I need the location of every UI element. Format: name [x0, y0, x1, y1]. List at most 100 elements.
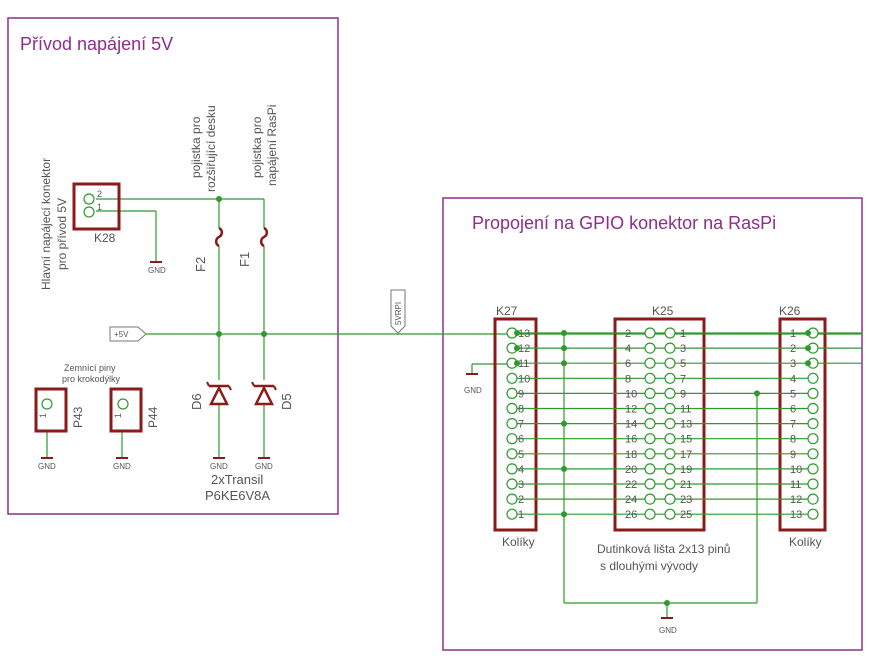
gpio-junction: [561, 511, 567, 518]
svg-text:GND: GND: [210, 462, 228, 471]
transil-label: 2xTransil: [211, 472, 263, 487]
svg-text:GND: GND: [148, 266, 166, 275]
k27-pin: [506, 402, 518, 415]
k25-pin: [664, 342, 676, 354]
k27-pin-label: 11: [518, 358, 529, 370]
k25-pin: [664, 387, 676, 399]
k25-pin: [644, 508, 656, 520]
k26-pin-label: 4: [790, 373, 796, 385]
k25-caption: Dutinková lišta 2x13 pinů: [597, 542, 730, 556]
k25-pin: [644, 402, 656, 415]
svg-text:P43: P43: [71, 406, 85, 428]
k27-pin-label: 5: [518, 449, 524, 461]
k26-pin: [807, 478, 819, 490]
svg-text:1: 1: [113, 413, 123, 418]
k25-left-pin-label: 16: [625, 434, 637, 446]
k25-pin: [664, 433, 676, 445]
k25-right-pin-label: 11: [680, 404, 691, 416]
k25-left-pin-label: 4: [625, 343, 631, 355]
svg-text:GND: GND: [255, 462, 273, 471]
k26-body: [778, 317, 827, 532]
fuse-pi-label-2: napájení RasPi: [265, 105, 279, 186]
gnd-symbol-gpio: GND: [659, 617, 677, 635]
fuse-f2: F2: [193, 226, 224, 272]
svg-text:+5V: +5V: [114, 330, 129, 339]
k26-pin-label: 9: [790, 449, 796, 461]
gpio-junction: [514, 345, 520, 352]
k27-pin: [506, 508, 518, 520]
k25-left-pin-label: 26: [625, 509, 637, 521]
svg-text:2: 2: [97, 189, 102, 199]
k25-pin: [664, 493, 676, 505]
k27-pin-label: 12: [518, 343, 530, 355]
k25-left-pin-label: 14: [625, 419, 637, 431]
k25-left-pin-label: 10: [625, 388, 637, 400]
svg-text:5VRPI: 5VRPI: [394, 302, 403, 325]
svg-text:1: 1: [38, 413, 48, 418]
k27-pin-label: 3: [518, 479, 524, 491]
k27-pin: [506, 448, 518, 460]
svg-text:GND: GND: [659, 626, 677, 635]
k25-right-pin-label: 23: [680, 494, 692, 506]
gnd-symbol-d6: GND: [210, 457, 228, 471]
k26-pin: [807, 463, 819, 475]
k25-pin: [664, 508, 676, 520]
k26-pin-label: 2: [790, 343, 796, 355]
svg-text:D5: D5: [279, 393, 294, 410]
k25-left-pin-label: 18: [625, 449, 637, 461]
k26-pin: [807, 372, 819, 384]
k27-pin: [506, 493, 518, 505]
k25-right-pin-label: 13: [680, 419, 692, 431]
power-junctions: [216, 196, 267, 337]
k25-pin: [664, 327, 676, 339]
k27-pin-label: 10: [518, 373, 530, 385]
main-connector-label-2: pro přívod 5V: [55, 198, 69, 270]
k26-pin: [807, 418, 819, 430]
gpio-junction: [561, 360, 567, 367]
gpio-junction: [561, 465, 567, 472]
svg-text:1: 1: [97, 202, 102, 212]
k28-connector: 2 1 K28: [72, 182, 121, 245]
k25-pin: [664, 372, 676, 384]
k25-pin: [644, 342, 656, 354]
k25-right-pin-label: 15: [680, 434, 692, 446]
k27-pin: [506, 463, 518, 475]
k25-right-pin-label: 3: [680, 343, 686, 355]
k27-caption: Kolíky: [502, 535, 535, 549]
k26-pin: [807, 433, 819, 445]
k27-pin-label: 9: [518, 388, 524, 400]
k28-label: K28: [94, 231, 116, 245]
svg-text:D6: D6: [189, 393, 204, 410]
k25-left-pin-label: 12: [625, 404, 637, 416]
gnd-symbol-p43: GND: [38, 457, 56, 471]
k27-pin-label: 8: [518, 404, 524, 416]
gnd-symbol-d5: GND: [255, 457, 273, 471]
k26-pin-label: 1: [790, 328, 796, 340]
diode-d5: D5: [251, 381, 294, 410]
k26-pin-label: 7: [790, 419, 796, 431]
k25-left-pin-label: 22: [625, 479, 637, 491]
k25-pin: [664, 478, 676, 490]
k25-pin: [664, 357, 676, 369]
svg-text:F1: F1: [237, 252, 252, 267]
k27-pin-label: 1: [518, 509, 524, 521]
gpio-junction: [561, 330, 567, 336]
gnd-symbol-k27: GND: [464, 373, 482, 395]
k27-pin-label: 7: [518, 419, 524, 431]
k25-pin: [644, 327, 656, 339]
k25-pin: [664, 418, 676, 430]
gpio-junction: [805, 330, 811, 336]
gpio-junction: [805, 360, 811, 367]
k27-pin: [506, 387, 518, 399]
k25-right-pin-label: 5: [680, 358, 686, 370]
k25-left-pin-label: 6: [625, 358, 631, 370]
gpio-junction: [561, 420, 567, 427]
svg-text:GND: GND: [113, 462, 131, 471]
k25-pin: [644, 463, 656, 475]
k25-left-pin-label: 24: [625, 494, 637, 506]
k25-pin: [644, 478, 656, 490]
gpio-frame: [442, 197, 863, 651]
k25-pin: [644, 357, 656, 369]
